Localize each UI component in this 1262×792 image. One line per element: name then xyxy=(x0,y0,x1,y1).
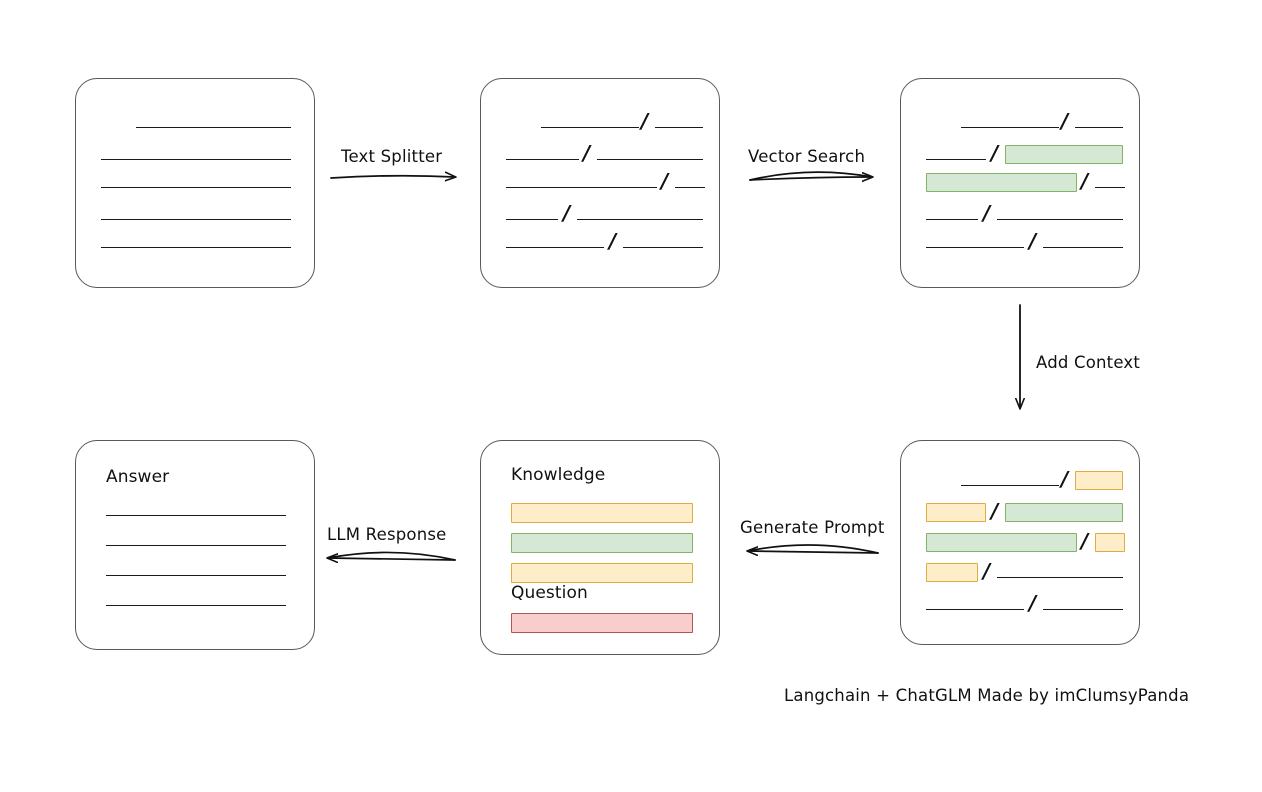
edge-llm-response-arrow xyxy=(328,551,456,560)
text-line xyxy=(1095,187,1125,188)
slash-separator: / xyxy=(661,169,669,193)
text-line xyxy=(106,515,286,516)
slash-separator: / xyxy=(1029,229,1037,253)
text-line xyxy=(101,247,291,248)
text-line xyxy=(106,605,286,606)
highlight-yellow-bar xyxy=(1075,471,1123,490)
highlight-green-bar xyxy=(926,173,1077,192)
slash-separator: / xyxy=(641,109,649,133)
slash-separator: / xyxy=(983,559,991,583)
text-line xyxy=(655,127,703,128)
knowledge-bar xyxy=(511,503,693,523)
edge-label-add-context: Add Context xyxy=(1036,353,1141,372)
source-document-box[interactable] xyxy=(75,78,315,288)
edge-vector-search-arrow xyxy=(749,171,872,180)
slash-separator: / xyxy=(609,229,617,253)
text-line xyxy=(997,577,1123,578)
text-line xyxy=(577,219,703,220)
text-line xyxy=(101,219,291,220)
knowledge-label: Knowledge xyxy=(511,465,606,485)
edge-label-text-splitter: Text Splitter xyxy=(341,147,443,166)
text-line xyxy=(997,219,1123,220)
edge-text-splitter-arrow xyxy=(330,176,455,178)
answer-label: Answer xyxy=(106,467,170,487)
text-line xyxy=(106,545,286,546)
text-line xyxy=(926,159,986,160)
knowledge-bar xyxy=(511,533,693,553)
slash-separator: / xyxy=(991,141,999,165)
split-chunks-box[interactable]: / / / / / xyxy=(480,78,720,288)
highlight-green-bar xyxy=(1005,503,1123,522)
highlight-yellow-bar xyxy=(926,503,986,522)
text-line xyxy=(597,159,703,160)
text-line xyxy=(623,247,703,248)
answer-box[interactable]: Answer xyxy=(75,440,315,650)
knowledge-bar xyxy=(511,563,693,583)
text-line xyxy=(961,485,1059,486)
highlight-green-bar xyxy=(926,533,1077,552)
highlight-green-bar xyxy=(1005,145,1123,164)
text-line xyxy=(506,219,558,220)
text-line xyxy=(1075,127,1123,128)
slash-separator: / xyxy=(1081,169,1089,193)
slash-separator: / xyxy=(983,201,991,225)
question-label: Question xyxy=(511,583,588,603)
text-line xyxy=(926,247,1024,248)
slash-separator: / xyxy=(1029,591,1037,615)
text-line xyxy=(926,609,1024,610)
text-line xyxy=(1043,609,1123,610)
text-line xyxy=(101,159,291,160)
edge-label-generate-prompt: Generate Prompt xyxy=(740,518,885,537)
text-line xyxy=(506,247,604,248)
slash-separator: / xyxy=(1061,109,1069,133)
slash-separator: / xyxy=(1061,467,1069,491)
edge-label-vector-search: Vector Search xyxy=(748,147,866,166)
question-bar xyxy=(511,613,693,633)
text-line xyxy=(136,127,291,128)
prompt-box[interactable]: Knowledge Question xyxy=(480,440,720,655)
vector-matched-chunks-box[interactable]: / / / / / xyxy=(900,78,1140,288)
slash-separator: / xyxy=(563,201,571,225)
text-line xyxy=(541,127,639,128)
footer-credit: Langchain + ChatGLM Made by imClumsyPand… xyxy=(784,686,1190,705)
text-line xyxy=(101,187,291,188)
slash-separator: / xyxy=(1081,529,1089,553)
text-line xyxy=(106,575,286,576)
edge-generate-prompt-arrow xyxy=(748,544,879,553)
highlight-yellow-bar xyxy=(1095,533,1125,552)
text-line xyxy=(506,159,579,160)
text-line xyxy=(961,127,1059,128)
slash-separator: / xyxy=(991,499,999,523)
highlight-yellow-bar xyxy=(926,563,978,582)
text-line xyxy=(926,219,978,220)
edge-label-llm-response: LLM Response xyxy=(327,525,447,544)
text-line xyxy=(675,187,705,188)
slash-separator: / xyxy=(583,141,591,165)
context-added-chunks-box[interactable]: / / / / / xyxy=(900,440,1140,645)
text-line xyxy=(506,187,657,188)
text-line xyxy=(1043,247,1123,248)
